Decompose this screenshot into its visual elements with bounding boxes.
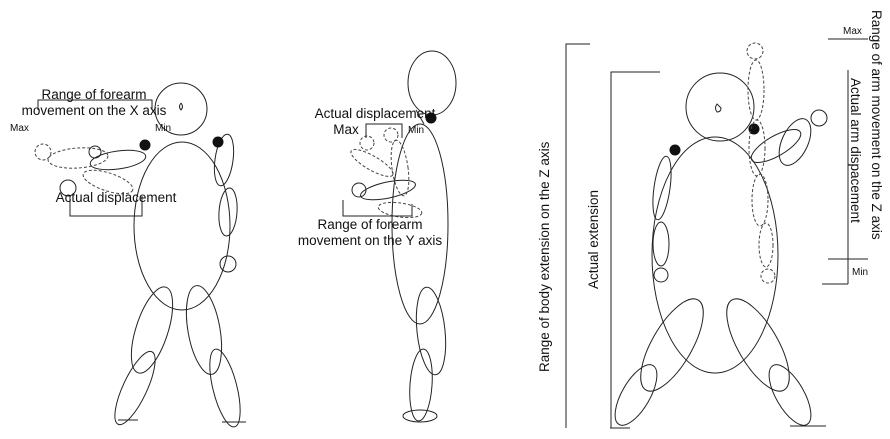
- figure-y-axis: Actual displacement Max Min Range of for…: [298, 51, 456, 422]
- x-max-label: Max: [10, 123, 29, 134]
- y-min-label: Min: [408, 125, 424, 136]
- figure-z-axis: Range of body extension on the Z axis Ac…: [537, 10, 884, 431]
- z-figure-body: [607, 43, 827, 431]
- z-brackets: [566, 39, 868, 428]
- z-actual-extension-label: Actual extension: [586, 190, 601, 289]
- z-body-range-label: Range of body extension on the Z axis: [537, 141, 552, 372]
- z-arm-range-label: Range of arm movement on the Z axis: [869, 10, 884, 240]
- z-actual-arm-label: Actual arm dispacement: [848, 78, 863, 223]
- x-title-line2: movement on the X axis: [22, 103, 167, 118]
- y-max-label: Max: [333, 122, 359, 137]
- z-min-label: Min: [852, 267, 868, 278]
- x-title-line1: Range of forearm: [41, 87, 146, 102]
- x-figure-body: [35, 83, 246, 430]
- x-min-label: Min: [155, 123, 171, 134]
- x-actual-label: Actual displacement: [56, 190, 177, 205]
- y-range-line2: movement on the Y axis: [298, 233, 443, 248]
- y-range-line1: Range of forearm: [317, 217, 422, 232]
- z-max-label: Max: [843, 26, 862, 37]
- figure-x-axis: Range of forearm movement on the X axis …: [10, 83, 246, 430]
- y-actual-label: Actual displacement: [315, 106, 436, 121]
- y-range-bracket: [343, 124, 412, 216]
